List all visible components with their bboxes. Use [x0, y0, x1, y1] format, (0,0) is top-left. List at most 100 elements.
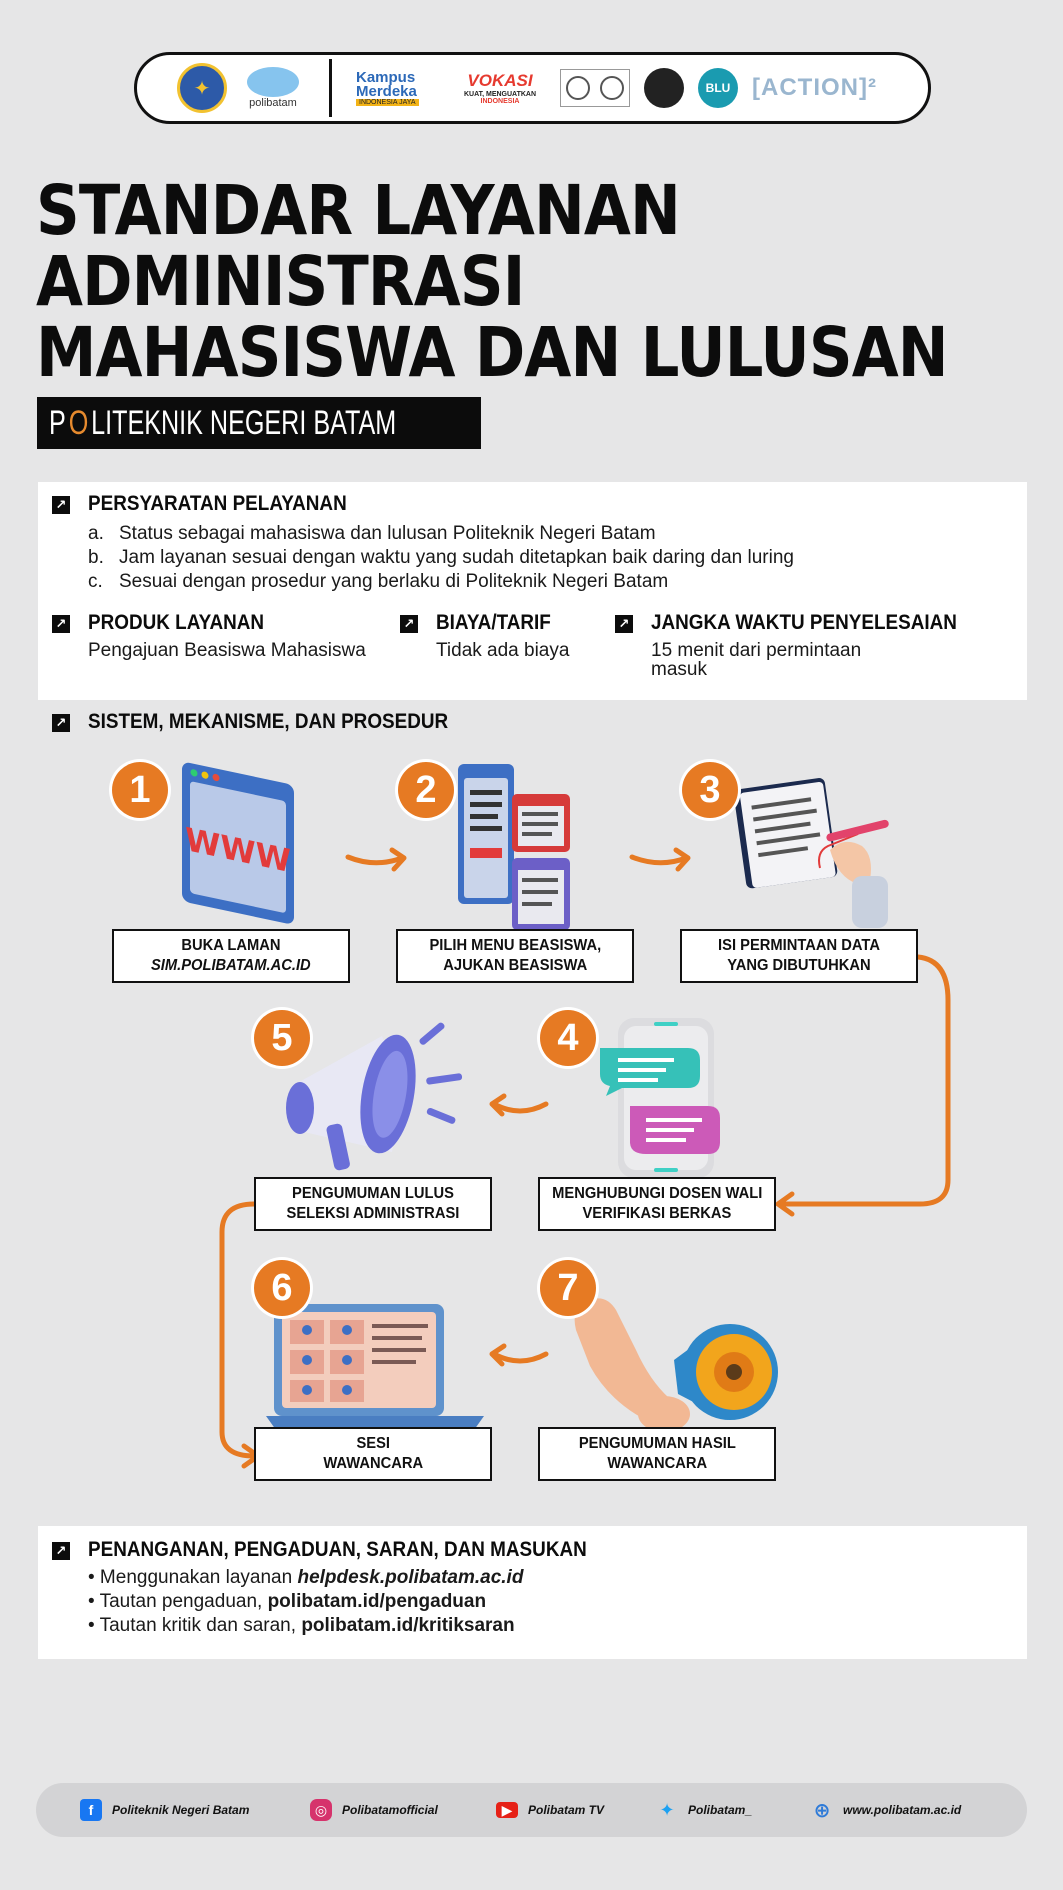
- arrow-icon: ↗: [615, 615, 633, 633]
- step-2-line-2: AJUKAN BEASISWA: [443, 957, 587, 974]
- step-7-line-2: WAWANCARA: [607, 1455, 707, 1472]
- action-logo: [ACTION]²: [752, 74, 877, 101]
- youtube-link[interactable]: ▶ Polibatam TV: [496, 1802, 656, 1818]
- page-title: STANDAR LAYANAN ADMINISTRASI MAHASISWA D…: [36, 176, 1063, 389]
- step-label-6: SESI WAWANCARA: [254, 1427, 492, 1481]
- subtitle-rest: LITEKNIK NEGERI BATAM: [91, 403, 397, 442]
- step-4-line-2: VERIFIKASI BERKAS: [582, 1205, 732, 1222]
- arrow-4-to-5: [491, 1101, 549, 1114]
- step-label-7: PENGUMUMAN HASIL WAWANCARA: [538, 1427, 776, 1481]
- complaints-card: ↗ PENANGANAN, PENGADUAN, SARAN, DAN MASU…: [38, 1526, 1027, 1659]
- partner-logo-bar: ✦ polibatam Kampus Merdeka INDONESIA JAY…: [134, 52, 931, 124]
- subtitle-letter-o: O: [68, 403, 89, 442]
- polibatam-logo-text: polibatam: [249, 97, 297, 109]
- facebook-link[interactable]: f Politeknik Negeri Batam: [80, 1799, 310, 1821]
- institution-subtitle: POLITEKNIK NEGERI BATAM: [37, 397, 481, 449]
- polibatam-logo: polibatam: [241, 67, 305, 109]
- kampus-logo-text: Kampus: [356, 68, 416, 86]
- kemendikbud-logo: ✦: [177, 63, 227, 113]
- step-number-7: 7: [540, 1260, 596, 1316]
- step-number-1: 1: [112, 762, 168, 818]
- list-item: • Tautan pengaduan, polibatam.id/pengadu…: [88, 1591, 487, 1612]
- website-label: www.polibatam.ac.id: [843, 1803, 962, 1817]
- website-link[interactable]: ⊕ www.polibatam.ac.id: [811, 1799, 962, 1822]
- blu-logo: BLU: [698, 68, 738, 108]
- title-line-3: MAHASISWA DAN LULUSAN: [36, 313, 949, 393]
- list-item: c.Sesuai dengan prosedur yang berlaku di…: [88, 571, 669, 592]
- step-5-line-2: SELEKSI ADMINISTRASI: [286, 1205, 460, 1222]
- step-number-3: 3: [682, 762, 738, 818]
- duration-text-line1: 15 menit dari permintaan: [651, 640, 862, 661]
- instagram-icon: ◎: [310, 1799, 332, 1821]
- connector-5-to-6: [219, 1201, 257, 1459]
- product-text: Pengajuan Beasiswa Mahasiswa: [88, 640, 366, 661]
- connector-3-to-4-head: [775, 1191, 795, 1217]
- step-6-line-2: WAWANCARA: [323, 1455, 423, 1472]
- step-label-1: BUKA LAMAN SIM.POLIBATAM.AC.ID: [112, 929, 350, 983]
- kampus-merdeka-logo: Kampus Merdeka INDONESIA JAYA: [356, 68, 440, 106]
- step-label-3: ISI PERMINTAAN DATA YANG DIBUTUHKAN: [680, 929, 918, 983]
- hand-megaphone-illustration: [574, 1298, 778, 1432]
- requirements-list: a.Status sebagai mahasiswa dan lulusan P…: [88, 522, 794, 594]
- step-number-4: 4: [540, 1010, 596, 1066]
- title-line-2: ADMINISTRASI: [36, 242, 525, 322]
- twitter-label: Polibatam_: [688, 1803, 753, 1817]
- twitter-icon: ✦: [659, 1799, 675, 1820]
- arrow-icon: ↗: [52, 496, 70, 514]
- step-6-line-1: SESI: [356, 1435, 390, 1452]
- emblem-logo: [644, 68, 684, 108]
- arrow-icon: ↗: [52, 1542, 70, 1560]
- youtube-label: Polibatam TV: [528, 1803, 605, 1817]
- arrow-4-to-5-head: [489, 1093, 507, 1117]
- step-3-line-2: YANG DIBUTUHKAN: [727, 957, 871, 974]
- merdeka-logo-text: Merdeka: [356, 82, 417, 100]
- facebook-label: Politeknik Negeri Batam: [112, 1803, 250, 1817]
- list-item: a.Status sebagai mahasiswa dan lulusan P…: [88, 523, 656, 544]
- arrow-1-to-2-head: [389, 847, 407, 872]
- megaphone-illustration: [286, 1022, 463, 1171]
- arrow-7-to-6-head: [489, 1343, 507, 1367]
- facebook-icon: f: [80, 1799, 102, 1821]
- step-label-2: PILIH MENU BEASISWA, AJUKAN BEASISWA: [396, 929, 634, 983]
- complaint-link[interactable]: polibatam.id/pengaduan: [267, 1591, 487, 1612]
- feedback-link[interactable]: polibatam.id/kritiksaran: [301, 1615, 515, 1636]
- step-5-line-1: PENGUMUMAN LULUS: [292, 1185, 454, 1202]
- service-info-card: ↗ PERSYARATAN PELAYANAN a.Status sebagai…: [38, 482, 1027, 700]
- document-writing-illustration: [734, 778, 889, 928]
- arrow-icon: ↗: [52, 615, 70, 633]
- instagram-link[interactable]: ◎ Polibatamofficial: [310, 1799, 496, 1821]
- requirements-heading: PERSYARATAN PELAYANAN: [88, 492, 347, 515]
- step-7-line-1: PENGUMUMAN HASIL: [578, 1435, 736, 1452]
- step-number-6: 6: [254, 1260, 310, 1316]
- step-4-line-1: MENGHUBUNGI DOSEN WALI: [551, 1185, 763, 1202]
- list-item: • Menggunakan layanan helpdesk.polibatam…: [88, 1567, 524, 1588]
- indonesia-jaya-text: INDONESIA JAYA: [356, 98, 419, 106]
- product-heading: PRODUK LAYANAN: [88, 611, 265, 634]
- duration-text-line2: masuk: [651, 659, 707, 680]
- flow-heading: SISTEM, MEKANISME, DAN PROSEDUR: [88, 710, 449, 733]
- vokasi-tagline: KUAT, MENGUATKAN: [463, 91, 537, 98]
- complaints-heading: PENANGANAN, PENGADUAN, SARAN, DAN MASUKA…: [88, 1538, 587, 1561]
- step-label-4: MENGHUBUNGI DOSEN WALI VERIFIKASI BERKAS: [538, 1177, 776, 1231]
- duration-heading: JANGKA WAKTU PENYELESAIAN: [651, 611, 957, 634]
- step-number-2: 2: [398, 762, 454, 818]
- step-2-line-1: PILIH MENU BEASISWA,: [429, 937, 601, 954]
- vokasi-indonesia-text: INDONESIA: [480, 98, 520, 105]
- social-footer: f Politeknik Negeri Batam ◎ Polibatamoff…: [36, 1783, 1027, 1837]
- twitter-link[interactable]: ✦ Polibatam_: [656, 1799, 811, 1821]
- arrow-icon: ↗: [400, 615, 418, 633]
- vokasi-logo-text: VOKASI: [467, 71, 533, 90]
- helpdesk-link[interactable]: helpdesk.polibatam.ac.id: [297, 1567, 524, 1588]
- globe-icon: ⊕: [813, 1799, 831, 1822]
- arrow-2-to-3: [629, 854, 689, 866]
- vokasi-logo: VOKASI KUAT, MENGUATKAN INDONESIA: [454, 66, 546, 110]
- browser-www-illustration: WWW: [182, 762, 294, 924]
- step-label-5: PENGUMUMAN LULUS SELEKSI ADMINISTRASI: [254, 1177, 492, 1231]
- arrow-2-to-3-head: [673, 847, 691, 872]
- fee-text: Tidak ada biaya: [436, 640, 570, 661]
- step-3-line-1: ISI PERMINTAAN DATA: [718, 937, 880, 954]
- menu-windows-illustration: [458, 764, 570, 930]
- complaints-list: • Menggunakan layanan helpdesk.polibatam…: [88, 1566, 523, 1638]
- logo-divider: [329, 59, 332, 117]
